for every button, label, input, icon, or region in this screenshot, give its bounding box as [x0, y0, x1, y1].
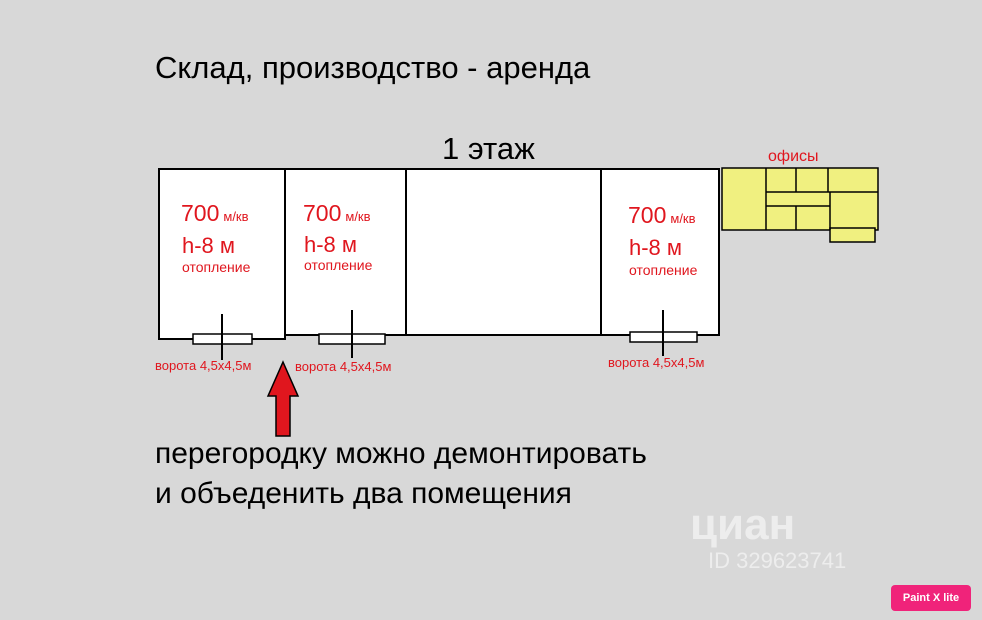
note-line-2: и объеденить два помещения	[155, 477, 572, 510]
room-4-area-unit: м/кв	[670, 211, 696, 226]
note-text: перегородку можно демонтировать и объеде…	[155, 434, 647, 514]
room-4-height: h-8 м	[629, 235, 683, 260]
room-2-area-value: 700	[303, 200, 342, 226]
room-1-heating: отопление	[182, 259, 251, 275]
room-2-heating: отопление	[304, 257, 373, 273]
room-2-height: h-8 м	[304, 232, 358, 257]
watermark-id: ID 329623741	[708, 548, 847, 573]
room-1-area-value: 700	[181, 200, 220, 226]
room-1	[158, 168, 286, 340]
page-title: Склад, производство - аренда	[155, 50, 591, 85]
floor-label: 1 этаж	[442, 131, 535, 166]
gate-1	[192, 314, 253, 360]
gate-4-label: ворота 4,5х4,5м	[608, 355, 705, 370]
room-4-heating: отопление	[629, 262, 698, 278]
gate-2	[318, 310, 386, 358]
offices-plan	[721, 167, 879, 243]
offices-label: офисы	[768, 148, 819, 165]
paint-x-lite-badge: Paint X lite	[891, 585, 971, 611]
room-1-area-unit: м/кв	[223, 209, 249, 224]
note-line-1: перегородку можно демонтировать	[155, 437, 647, 470]
room-2-area-unit: м/кв	[345, 209, 371, 224]
gate-1-label: ворота 4,5х4,5м	[155, 358, 252, 373]
room-1-height: h-8 м	[182, 233, 236, 258]
gate-4	[629, 310, 698, 356]
watermark-brand: циан	[690, 500, 796, 549]
red-up-arrow-icon	[266, 360, 300, 437]
room-4-area-value: 700	[628, 202, 667, 228]
gate-2-label: ворота 4,5х4,5м	[295, 359, 392, 374]
